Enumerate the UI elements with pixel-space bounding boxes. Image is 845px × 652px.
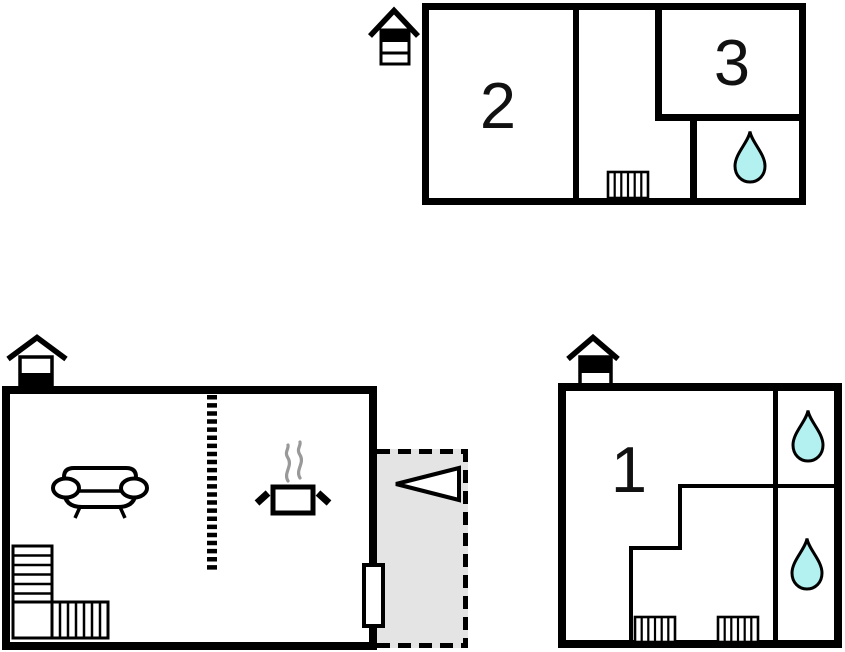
outer-wall bbox=[422, 3, 806, 205]
sofa-icon bbox=[51, 466, 149, 519]
ground-floor-plan bbox=[2, 334, 468, 650]
water-drop-icon bbox=[733, 131, 767, 184]
water-drop-icon bbox=[790, 538, 824, 591]
stairs-icon bbox=[11, 544, 110, 640]
steam-line bbox=[284, 443, 292, 483]
radiator-icon bbox=[606, 170, 650, 200]
door-icon bbox=[362, 563, 385, 628]
first-floor-plan: 1 bbox=[558, 333, 842, 648]
room-3-label: 3 bbox=[714, 26, 750, 99]
outer-wall bbox=[2, 386, 377, 650]
radiator-icon bbox=[716, 615, 760, 644]
radiator-icon bbox=[633, 615, 677, 644]
house-roof bbox=[6, 334, 68, 362]
stairwell-outline bbox=[629, 486, 682, 646]
house-level-highlight bbox=[381, 30, 409, 42]
upper-floor-plan: 2 3 bbox=[367, 3, 806, 205]
house-icon bbox=[566, 333, 620, 391]
water-drop-icon bbox=[791, 410, 825, 463]
room-1-label: 1 bbox=[611, 433, 647, 506]
cooking-pot-icon bbox=[254, 440, 332, 516]
house-level-highlight bbox=[20, 373, 52, 389]
house-level-highlight bbox=[580, 357, 611, 373]
house-roof bbox=[566, 333, 620, 362]
house-icon bbox=[6, 334, 68, 391]
house-roof bbox=[367, 6, 421, 38]
outer-wall bbox=[558, 383, 842, 648]
room-2-label: 2 bbox=[480, 69, 516, 142]
steam-line bbox=[296, 440, 304, 480]
house-icon bbox=[367, 6, 421, 66]
terrace-arrow-icon bbox=[395, 465, 461, 503]
terrace-dashed-border bbox=[377, 449, 468, 648]
